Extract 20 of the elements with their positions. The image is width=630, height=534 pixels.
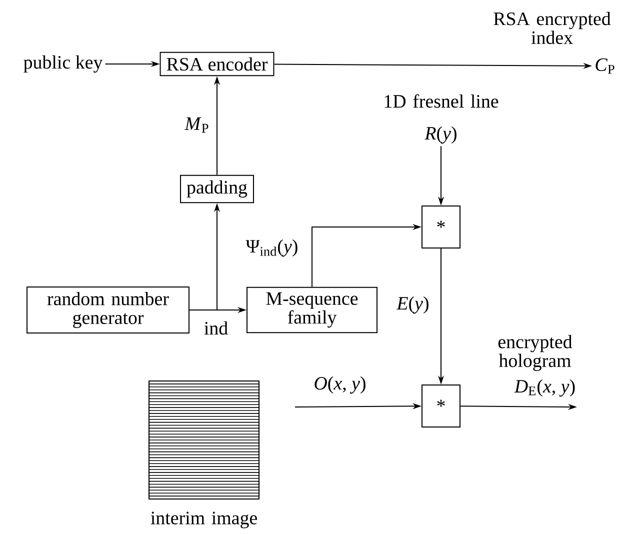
edge-label: ind: [202, 320, 230, 336]
edge-label: E(y): [396, 295, 430, 315]
signal-label: C$_{P}$: [596, 58, 614, 74]
node-label: interim image: [150, 512, 257, 528]
edge-label: O(x, y): [312, 375, 368, 395]
signal-label: R(y): [424, 126, 456, 144]
process-box: M-sequence family: [246, 286, 378, 334]
node-label: 1D fresnel line: [384, 94, 498, 108]
edge-label: D$_{E}$(x, y): [513, 378, 577, 398]
signal-label: public key: [24, 55, 103, 73]
edge-label: M$_{P}$: [184, 116, 210, 134]
caption: encrypted hologram: [498, 334, 572, 371]
process-box: random number generator: [26, 286, 190, 334]
node-label: RSA encrypted index: [494, 12, 611, 44]
edge-label: Ψ$_{ind}$(y): [244, 238, 300, 258]
multiplier-box: *: [422, 384, 460, 428]
process-box: padding: [180, 174, 254, 204]
process-box: RSA encoder: [160, 52, 274, 76]
multiplier-box: *: [422, 206, 460, 248]
striped-image-drawing: [148, 380, 260, 500]
